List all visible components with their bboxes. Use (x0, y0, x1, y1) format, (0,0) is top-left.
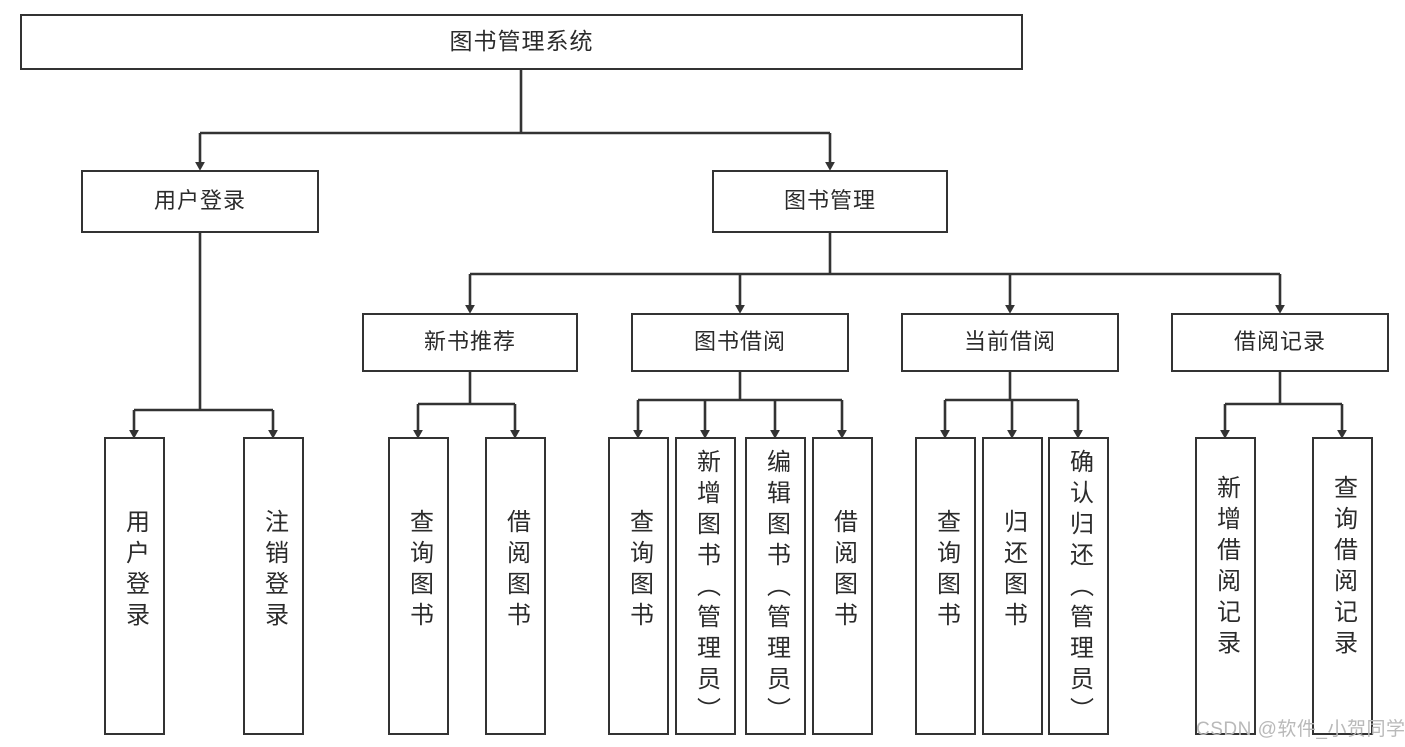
leaf-return-book-label: 归还图书 (999, 509, 1027, 633)
leaf-add-record[interactable]: 新增借阅记录 (1195, 437, 1256, 735)
node-borrow-record[interactable]: 借阅记录 (1171, 313, 1389, 372)
node-book-borrow-label: 图书借阅 (693, 329, 786, 355)
leaf-logout-label: 注销登录 (260, 509, 288, 633)
leaf-query-book-3[interactable]: 查询图书 (915, 437, 976, 735)
leaf-add-record-label: 新增借阅记录 (1212, 475, 1240, 661)
leaf-return-book[interactable]: 归还图书 (982, 437, 1043, 735)
csdn-watermark: CSDN @软件_小贺同学 (1196, 719, 1405, 740)
leaf-query-book-2-label: 查询图书 (625, 509, 653, 633)
leaf-edit-book[interactable]: 编辑图书（管理员） (745, 437, 806, 735)
node-book-borrow[interactable]: 图书借阅 (631, 313, 849, 372)
leaf-edit-book-label: 编辑图书（管理员） (762, 449, 790, 728)
node-book-manage[interactable]: 图书管理 (712, 170, 948, 233)
node-new-book-recommend[interactable]: 新书推荐 (362, 313, 578, 372)
leaf-borrow-book-1[interactable]: 借阅图书 (485, 437, 546, 735)
leaf-query-book-1-label: 查询图书 (405, 509, 433, 633)
leaf-confirm-return-label: 确认归还（管理员） (1065, 449, 1093, 728)
node-root[interactable]: 图书管理系统 (20, 14, 1023, 70)
leaf-add-book-label: 新增图书（管理员） (692, 449, 720, 728)
leaf-confirm-return[interactable]: 确认归还（管理员） (1048, 437, 1109, 735)
leaf-query-record[interactable]: 查询借阅记录 (1312, 437, 1373, 735)
leaf-user-login-label: 用户登录 (121, 509, 149, 633)
node-current-borrow-label: 当前借阅 (963, 329, 1056, 355)
leaf-borrow-book-2-label: 借阅图书 (829, 509, 857, 633)
leaf-borrow-book-2[interactable]: 借阅图书 (812, 437, 873, 735)
node-borrow-record-label: 借阅记录 (1233, 329, 1326, 355)
leaf-user-login[interactable]: 用户登录 (104, 437, 165, 735)
node-current-borrow[interactable]: 当前借阅 (901, 313, 1119, 372)
node-book-manage-label: 图书管理 (783, 188, 876, 214)
leaf-logout[interactable]: 注销登录 (243, 437, 304, 735)
node-new-book-recommend-label: 新书推荐 (423, 329, 516, 355)
leaf-query-book-3-label: 查询图书 (932, 509, 960, 633)
leaf-query-book-2[interactable]: 查询图书 (608, 437, 669, 735)
node-user-login[interactable]: 用户登录 (81, 170, 319, 233)
leaf-query-record-label: 查询借阅记录 (1329, 475, 1357, 661)
node-user-login-label: 用户登录 (153, 188, 246, 214)
leaf-borrow-book-1-label: 借阅图书 (502, 509, 530, 633)
leaf-add-book[interactable]: 新增图书（管理员） (675, 437, 736, 735)
leaf-query-book-1[interactable]: 查询图书 (388, 437, 449, 735)
node-root-label: 图书管理系统 (449, 28, 594, 55)
